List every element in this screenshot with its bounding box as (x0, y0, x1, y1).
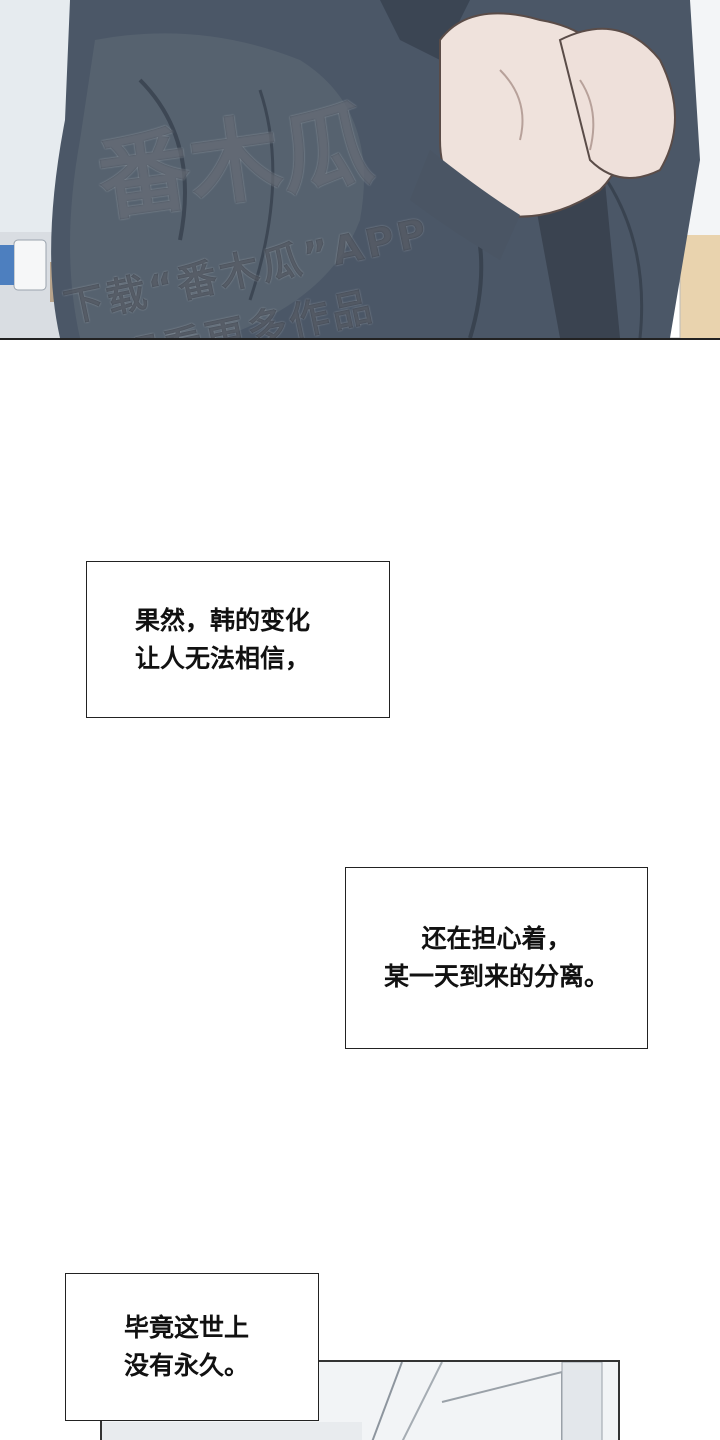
shirt-illustration (0, 0, 720, 338)
caption-text-3: 毕竟这世上 没有永久。 (124, 1313, 250, 1380)
caption-box-2: 还在担心着， 某一天到来的分离。 (345, 867, 648, 1049)
caption-text-2: 还在担心着， 某一天到来的分离。 (383, 924, 609, 991)
caption-box-1: 果然，韩的变化 让人无法相信， (86, 561, 390, 718)
caption-box-3: 毕竟这世上 没有永久。 (65, 1273, 319, 1421)
caption-text-1: 果然，韩的变化 让人无法相信， (135, 605, 311, 673)
top-comic-panel: 番木瓜 下载“番木瓜”APP 观看更多作品 (0, 0, 720, 340)
